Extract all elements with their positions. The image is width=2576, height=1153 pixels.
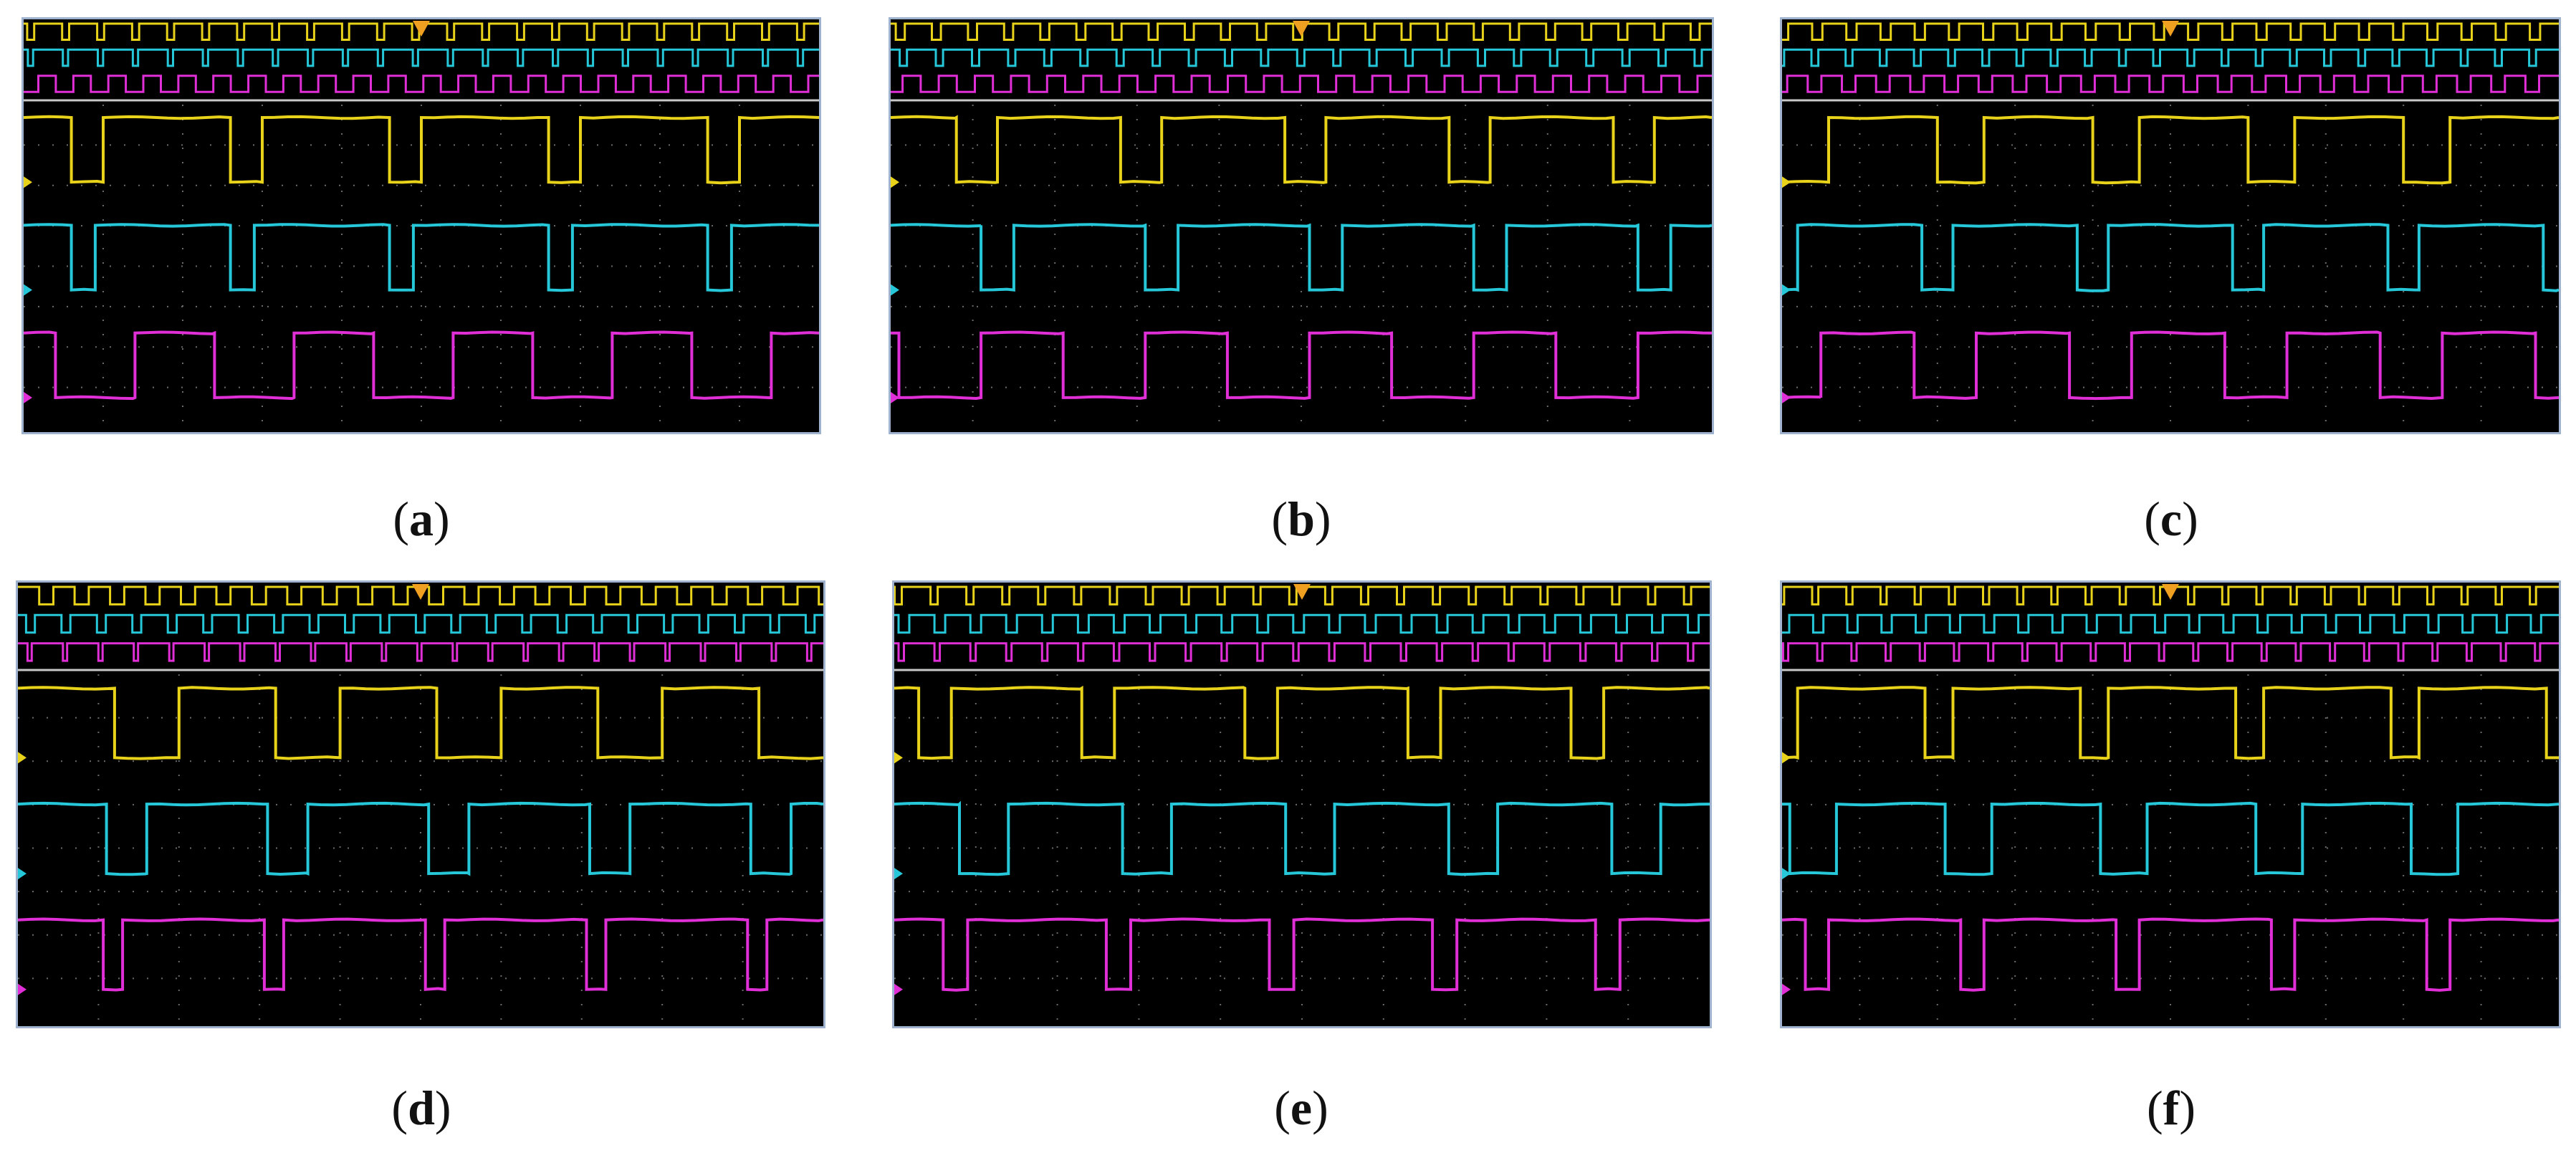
waveform-plot-d bbox=[18, 584, 823, 1022]
overview-trace-ch2 bbox=[24, 48, 819, 67]
caption-label-e: e bbox=[1290, 1081, 1313, 1135]
caption-b: (b) bbox=[1271, 492, 1331, 546]
trace-ch3 bbox=[1782, 917, 2559, 992]
trigger-marker-icon bbox=[1293, 584, 1311, 600]
caption-a: (a) bbox=[393, 492, 450, 546]
trace-ch2 bbox=[1782, 801, 2559, 876]
waveform-plot-c bbox=[1782, 21, 2559, 428]
caption-label-d: d bbox=[408, 1081, 435, 1135]
trigger-marker-icon bbox=[2162, 584, 2179, 600]
caption-f: (f) bbox=[2147, 1081, 2196, 1135]
overview-trace-ch1 bbox=[1782, 585, 2559, 606]
caption-label-a: a bbox=[409, 492, 434, 546]
level-marker-ch1-icon bbox=[24, 176, 32, 188]
trace-ch3 bbox=[18, 917, 823, 992]
level-marker-ch1-icon bbox=[1782, 176, 1791, 188]
trigger-marker-icon bbox=[413, 21, 430, 37]
scope-panel-e bbox=[892, 580, 1712, 1028]
scope-panel-a bbox=[21, 17, 821, 434]
level-marker-ch3-icon bbox=[24, 391, 32, 403]
overview-trace-ch1 bbox=[24, 22, 819, 41]
overview-trace-ch3 bbox=[18, 642, 823, 662]
overview-trace-ch1 bbox=[891, 22, 1712, 41]
level-marker-ch2-icon bbox=[18, 868, 27, 880]
overview-trace-ch3 bbox=[891, 75, 1712, 93]
trigger-marker-icon bbox=[1293, 21, 1310, 37]
level-marker-ch1-icon bbox=[18, 752, 27, 764]
trace-ch1 bbox=[24, 115, 819, 185]
level-marker-ch2-icon bbox=[1782, 868, 1791, 880]
trace-ch3 bbox=[891, 330, 1712, 401]
overview-trace-ch3 bbox=[24, 75, 819, 93]
overview-trace-ch1 bbox=[894, 585, 1710, 606]
trace-ch2 bbox=[891, 223, 1712, 292]
trace-ch2 bbox=[1782, 223, 2559, 292]
trace-ch2 bbox=[18, 801, 823, 876]
level-marker-ch2-icon bbox=[1782, 284, 1791, 296]
level-marker-ch2-icon bbox=[894, 868, 903, 880]
waveform-plot-a bbox=[24, 21, 819, 428]
trace-ch3 bbox=[24, 330, 819, 401]
trace-ch1 bbox=[891, 115, 1712, 184]
scope-panel-c bbox=[1780, 17, 2561, 434]
level-marker-ch1-icon bbox=[891, 176, 899, 188]
overview-trace-ch3 bbox=[1782, 642, 2559, 662]
level-marker-ch3-icon bbox=[1782, 391, 1791, 403]
overview-trace-ch2 bbox=[1782, 613, 2559, 634]
waveform-plot-f bbox=[1782, 584, 2559, 1022]
waveform-plot-e bbox=[894, 584, 1710, 1022]
caption-label-b: b bbox=[1288, 492, 1315, 546]
overview-trace-ch2 bbox=[1782, 48, 2559, 67]
caption-e: (e) bbox=[1274, 1081, 1328, 1135]
caption-d: (d) bbox=[391, 1081, 451, 1135]
level-marker-ch1-icon bbox=[894, 752, 903, 764]
overview-trace-ch1 bbox=[18, 585, 823, 606]
caption-label-c: c bbox=[2160, 492, 2183, 546]
level-marker-ch3-icon bbox=[891, 391, 899, 403]
trace-ch1 bbox=[894, 685, 1710, 760]
overview-trace-ch1 bbox=[1782, 22, 2559, 41]
scope-panel-f bbox=[1780, 580, 2561, 1028]
level-marker-ch2-icon bbox=[24, 284, 32, 296]
level-marker-ch1-icon bbox=[1782, 752, 1791, 764]
overview-trace-ch2 bbox=[891, 48, 1712, 67]
trace-ch2 bbox=[894, 800, 1710, 876]
waveform-plot-b bbox=[891, 21, 1712, 428]
trace-ch3 bbox=[894, 917, 1710, 992]
trace-ch1 bbox=[1782, 686, 2559, 760]
trigger-marker-icon bbox=[2162, 21, 2179, 37]
level-marker-ch2-icon bbox=[891, 284, 899, 296]
caption-c: (c) bbox=[2144, 492, 2198, 546]
caption-label-f: f bbox=[2163, 1081, 2180, 1135]
trace-ch2 bbox=[24, 223, 819, 292]
trace-ch3 bbox=[1782, 330, 2559, 401]
trace-ch1 bbox=[1782, 115, 2559, 185]
level-marker-ch3-icon bbox=[18, 983, 27, 995]
level-marker-ch3-icon bbox=[1782, 983, 1791, 995]
scope-panel-b bbox=[889, 17, 1714, 434]
trace-ch1 bbox=[18, 686, 823, 760]
trigger-marker-icon bbox=[412, 584, 429, 600]
overview-trace-ch3 bbox=[1782, 75, 2559, 93]
scope-panel-d bbox=[16, 580, 825, 1028]
level-marker-ch3-icon bbox=[894, 983, 903, 995]
overview-trace-ch3 bbox=[894, 642, 1710, 662]
overview-trace-ch2 bbox=[18, 613, 823, 634]
overview-trace-ch2 bbox=[894, 613, 1710, 634]
